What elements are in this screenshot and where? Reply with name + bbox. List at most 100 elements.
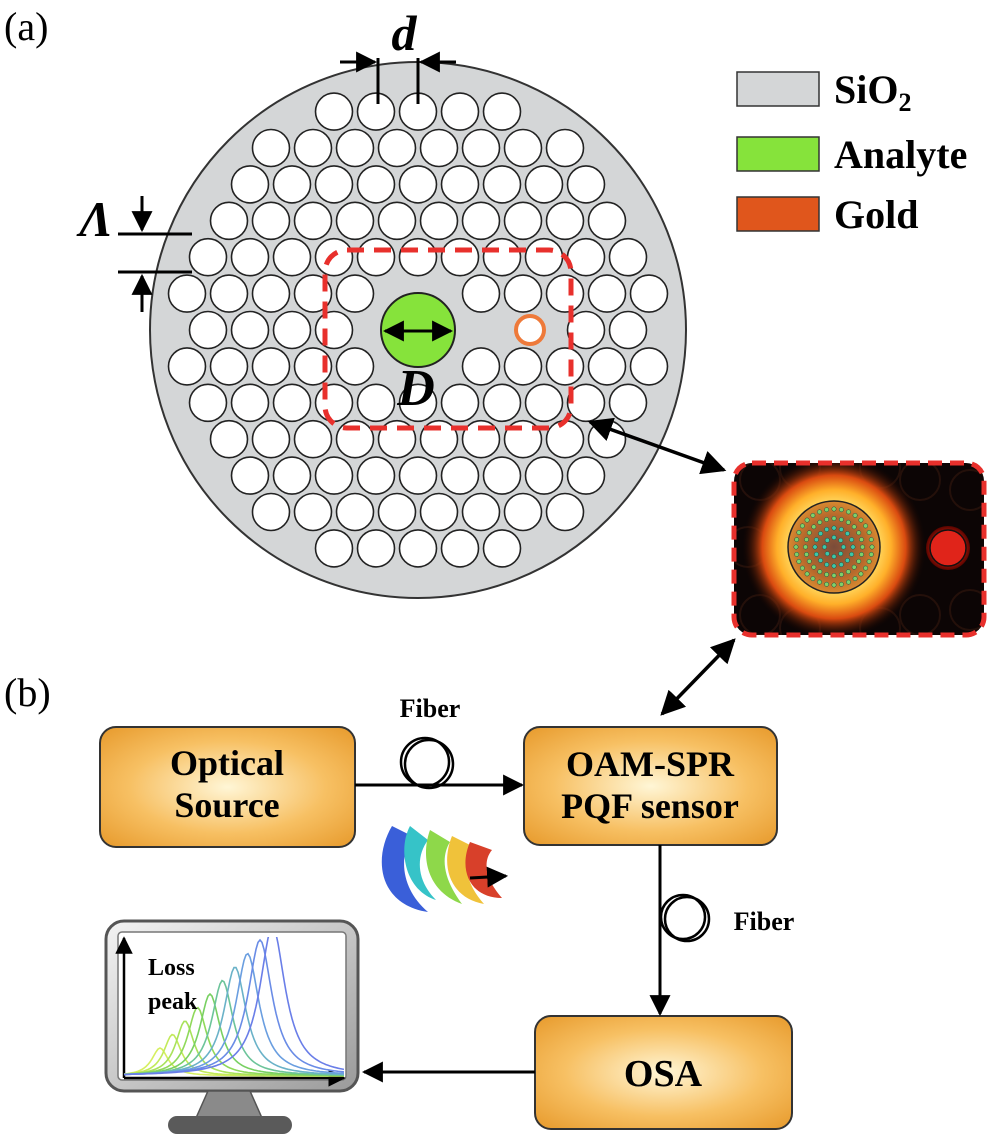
air-hole	[545, 347, 585, 386]
air-hole	[335, 128, 375, 168]
air-hole	[545, 274, 585, 313]
optical-source-label-2: Source	[174, 785, 279, 825]
inset-frame	[731, 460, 987, 638]
air-hole	[440, 529, 480, 568]
osa-box: OSA	[534, 1015, 793, 1130]
legend-swatch-sio2	[736, 71, 820, 107]
air-hole	[524, 237, 564, 277]
air-hole	[461, 492, 501, 532]
air-hole	[272, 456, 312, 495]
air-hole	[482, 237, 522, 277]
air-hole	[293, 274, 333, 313]
monitor-label-2: peak	[148, 989, 198, 1015]
air-hole	[629, 347, 669, 386]
osa-label: OSA	[624, 1053, 703, 1095]
air-hole	[524, 456, 564, 495]
air-hole	[209, 419, 249, 459]
air-hole	[482, 165, 522, 204]
air-hole	[293, 419, 333, 459]
air-hole	[230, 165, 270, 204]
air-hole-lattice	[167, 92, 669, 568]
air-hole	[356, 165, 396, 204]
air-hole	[209, 201, 249, 241]
air-hole	[377, 201, 417, 241]
sensor-box: OAM-SPR PQF sensor	[523, 726, 778, 846]
zoom-region-frame	[322, 247, 574, 431]
air-hole	[545, 492, 585, 532]
air-hole	[335, 201, 375, 241]
fiber-coil-icon	[399, 736, 455, 790]
legend-label-gold: Gold	[834, 192, 918, 237]
air-hole	[356, 456, 396, 495]
air-hole	[188, 310, 228, 350]
air-hole	[608, 383, 648, 423]
air-hole	[188, 237, 228, 277]
air-hole	[314, 456, 354, 495]
panel-label-a: (a)	[4, 4, 48, 49]
inset-sensor-arrow	[660, 638, 736, 716]
legend-label-analyte: Analyte	[834, 132, 967, 177]
air-hole	[503, 201, 543, 241]
air-hole	[587, 201, 627, 241]
air-hole	[356, 237, 396, 277]
air-hole	[587, 347, 627, 386]
sensor-label-2: PQF sensor	[561, 786, 739, 826]
air-hole	[440, 92, 480, 131]
air-hole	[251, 201, 291, 241]
monitor-icon: Loss peak	[104, 919, 360, 1134]
mode-field-inset	[731, 460, 987, 638]
sensor-label-1: OAM-SPR	[566, 744, 735, 784]
air-hole	[314, 310, 354, 350]
air-hole	[608, 310, 648, 350]
air-hole	[524, 165, 564, 204]
air-hole	[230, 456, 270, 495]
gold-ring	[514, 314, 546, 346]
air-hole	[251, 274, 291, 313]
air-hole	[461, 347, 501, 386]
air-hole	[440, 165, 480, 204]
air-hole	[335, 492, 375, 532]
air-hole	[251, 419, 291, 459]
air-hole	[335, 347, 375, 386]
air-hole	[293, 128, 333, 168]
air-hole	[272, 237, 312, 277]
air-hole	[440, 383, 480, 423]
air-hole	[377, 128, 417, 168]
zoom-arrow	[587, 417, 727, 475]
legend: SiO2 Analyte Gold	[736, 67, 967, 237]
air-hole	[314, 92, 354, 131]
oam-beam-icon	[381, 826, 509, 912]
air-hole	[419, 128, 459, 168]
air-hole	[398, 529, 438, 568]
air-hole	[482, 456, 522, 495]
air-hole	[167, 347, 207, 386]
air-hole	[167, 274, 207, 313]
pitch-label: Λ	[76, 191, 112, 247]
air-hole	[566, 310, 606, 350]
air-hole	[272, 310, 312, 350]
air-hole	[209, 274, 249, 313]
air-hole	[419, 201, 459, 241]
legend-swatch-analyte	[736, 136, 820, 172]
air-hole	[377, 492, 417, 532]
air-hole	[440, 237, 480, 277]
air-hole	[440, 456, 480, 495]
hole-diameter-label: d	[392, 5, 418, 61]
air-hole	[461, 201, 501, 241]
air-hole	[461, 128, 501, 168]
air-hole	[188, 383, 228, 423]
air-hole	[545, 201, 585, 241]
fiber-coil-icon	[659, 893, 711, 943]
optical-source-box: Optical Source	[99, 726, 356, 848]
core-diameter-label: D	[396, 360, 435, 417]
panel-label-b: (b)	[4, 670, 51, 715]
fiber-cross-section: D d Λ	[76, 5, 687, 599]
air-hole	[545, 128, 585, 168]
air-hole	[314, 165, 354, 204]
air-hole	[482, 529, 522, 568]
air-hole	[356, 383, 396, 423]
air-hole	[503, 347, 543, 386]
optical-source-label-1: Optical	[170, 743, 284, 783]
air-hole	[419, 492, 459, 532]
air-hole	[209, 347, 249, 386]
